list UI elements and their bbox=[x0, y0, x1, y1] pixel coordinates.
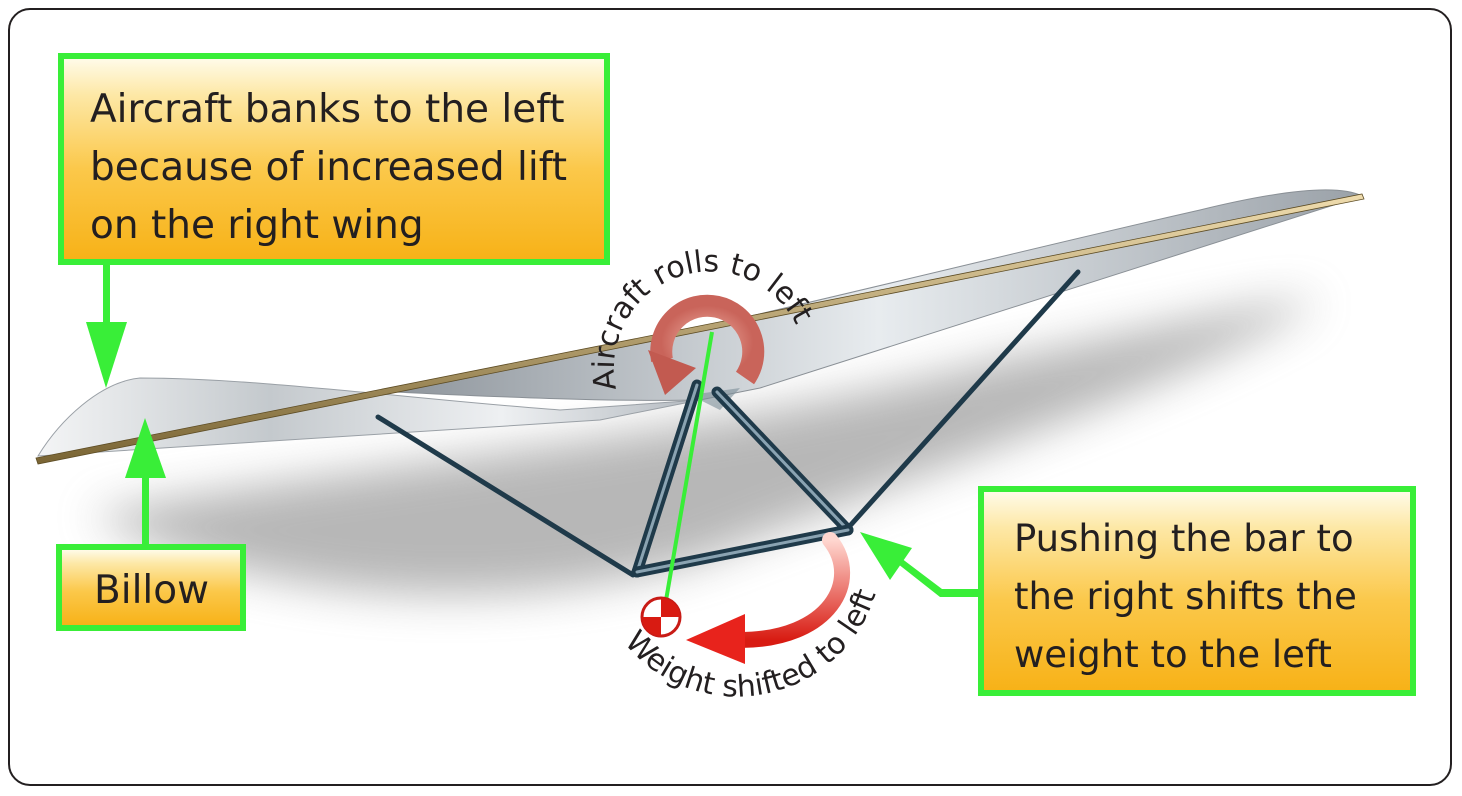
bank-callout-text: Aircraft banks to the left because of in… bbox=[90, 81, 567, 255]
ground-shadow bbox=[90, 300, 1320, 595]
billow-label: Billow bbox=[94, 568, 210, 613]
control-frame bbox=[375, 269, 1081, 578]
bar-callout-text: Pushing the bar to the right shifts the … bbox=[1014, 510, 1357, 684]
bank-line-1: Aircraft banks to the left bbox=[90, 87, 565, 132]
bar-line-2: the right shifts the bbox=[1014, 575, 1357, 618]
bar-callout: Pushing the bar to the right shifts the … bbox=[978, 486, 1416, 696]
bank-callout: Aircraft banks to the left because of in… bbox=[58, 53, 610, 265]
bank-line-3: on the right wing bbox=[90, 203, 424, 248]
hang-strap bbox=[662, 331, 714, 613]
weight-shift-arrow bbox=[686, 532, 851, 664]
roll-arrow bbox=[648, 294, 765, 395]
left-wing-billow bbox=[37, 377, 701, 457]
bar-line-1: Pushing the bar to bbox=[1014, 517, 1354, 560]
callout-arrows bbox=[86, 263, 978, 597]
center-of-gravity-icon bbox=[640, 596, 682, 638]
billow-callout: Billow bbox=[56, 544, 246, 631]
bar-line-3: weight to the left bbox=[1014, 633, 1332, 676]
bank-line-2: because of increased lift bbox=[90, 145, 568, 190]
leading-edge-spar bbox=[35, 193, 1365, 465]
